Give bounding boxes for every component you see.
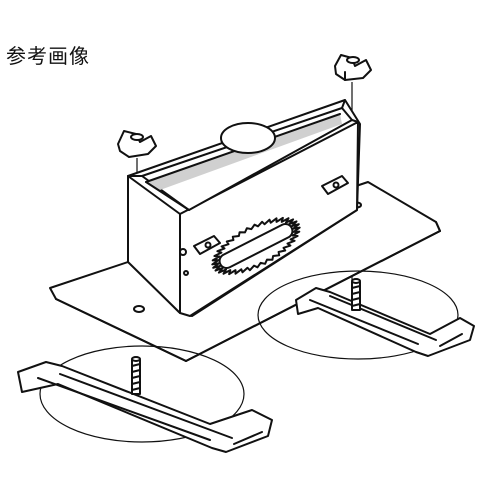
left-support-bracket	[17, 356, 273, 453]
left-ear	[193, 235, 221, 255]
gear-slot-opening	[218, 223, 294, 269]
left-bracket-ring	[39, 345, 245, 443]
plate-hole-left	[133, 305, 145, 313]
left-wing-nut	[117, 130, 157, 158]
gear-slot	[211, 216, 301, 276]
right-bracket-ring	[257, 270, 459, 360]
right-support-bracket	[295, 278, 475, 357]
right-wing-nut	[334, 54, 372, 81]
box-knockout	[220, 122, 276, 154]
box-tiny-hole	[183, 270, 189, 276]
right-ear	[321, 175, 349, 195]
caption-reference-image: 参考画像	[6, 44, 90, 68]
box-side-hole	[179, 248, 187, 256]
